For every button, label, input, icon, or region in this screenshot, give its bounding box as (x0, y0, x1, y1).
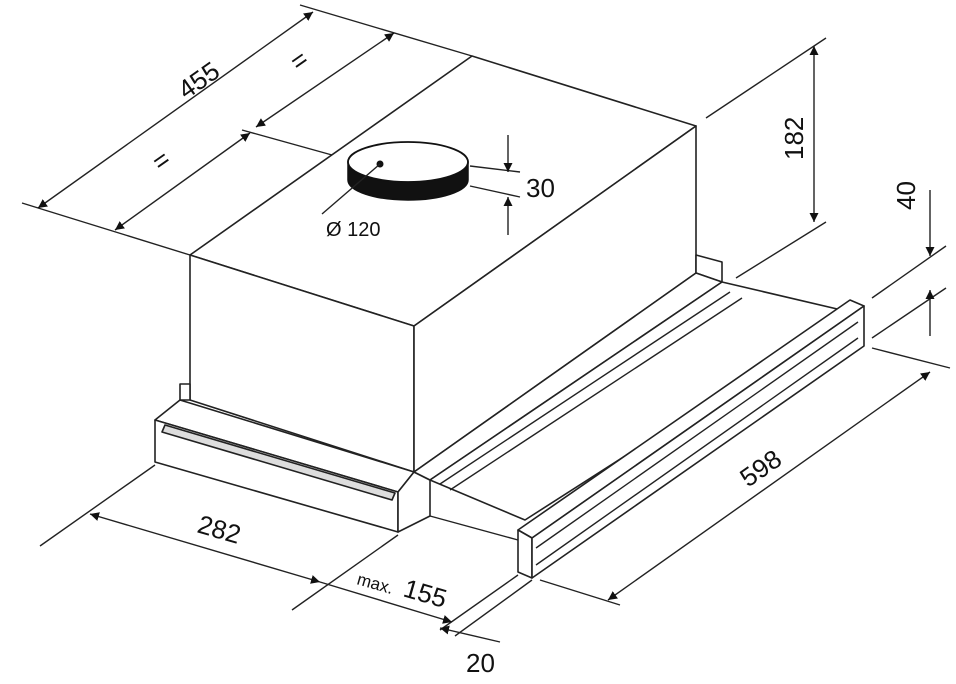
rail-grey-strip (161, 424, 396, 501)
front-panel-end (517, 529, 533, 579)
dim-30 (469, 135, 521, 235)
dim-40 (871, 190, 947, 339)
label-equal-left: = (146, 144, 176, 177)
dim-282-155-20 (39, 464, 533, 643)
label-extension: 155 (400, 573, 450, 614)
label-duct-height: 30 (526, 173, 555, 203)
label-height-total: 182 (779, 117, 809, 160)
label-duct-diameter: Ø 120 (326, 219, 380, 241)
label-depth: 455 (172, 55, 225, 104)
diameter-leader (321, 163, 381, 215)
label-front-panel-height: 40 (891, 181, 921, 210)
duct-top-ellipse (347, 141, 469, 183)
label-offset: 20 (466, 648, 495, 678)
label-equal-right: = (284, 44, 314, 77)
duct-outlet (321, 141, 469, 215)
dim-182 (705, 37, 827, 279)
hood-base-rail (154, 383, 431, 533)
dim-equal-halves (114, 32, 395, 231)
label-body-width: 282 (194, 509, 244, 550)
label-width: 598 (734, 443, 787, 492)
dim-598 (539, 347, 951, 606)
